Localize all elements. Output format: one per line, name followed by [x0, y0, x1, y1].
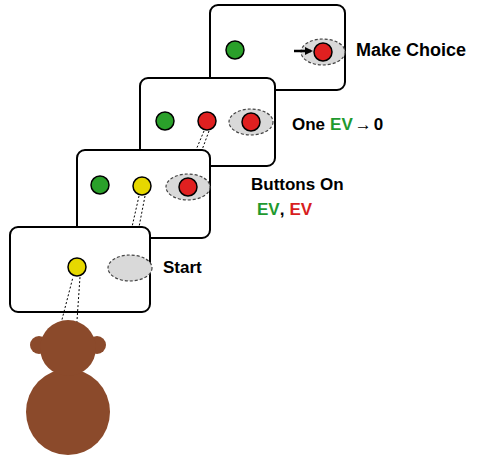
label-text: Start: [163, 258, 202, 278]
label-text: EV: [330, 115, 353, 135]
label-text: →: [355, 115, 372, 135]
step-label: Make Choice: [356, 40, 466, 61]
monkey-silhouette: [26, 320, 110, 455]
label-text: 0: [374, 115, 383, 135]
step-label: Buttons On: [251, 175, 344, 195]
label-text: Buttons On: [251, 175, 344, 195]
screen-panel: [77, 150, 210, 238]
screen-panel: [10, 227, 152, 312]
step-label: EV,EV: [257, 200, 312, 220]
step-label: Start: [163, 258, 202, 278]
label-text: One: [292, 115, 325, 135]
step-label: OneEV→0: [292, 115, 383, 135]
label-text: EV: [289, 200, 312, 220]
label-text: EV: [257, 200, 280, 220]
label-text: Make Choice: [356, 40, 466, 61]
label-text: ,: [280, 200, 285, 220]
